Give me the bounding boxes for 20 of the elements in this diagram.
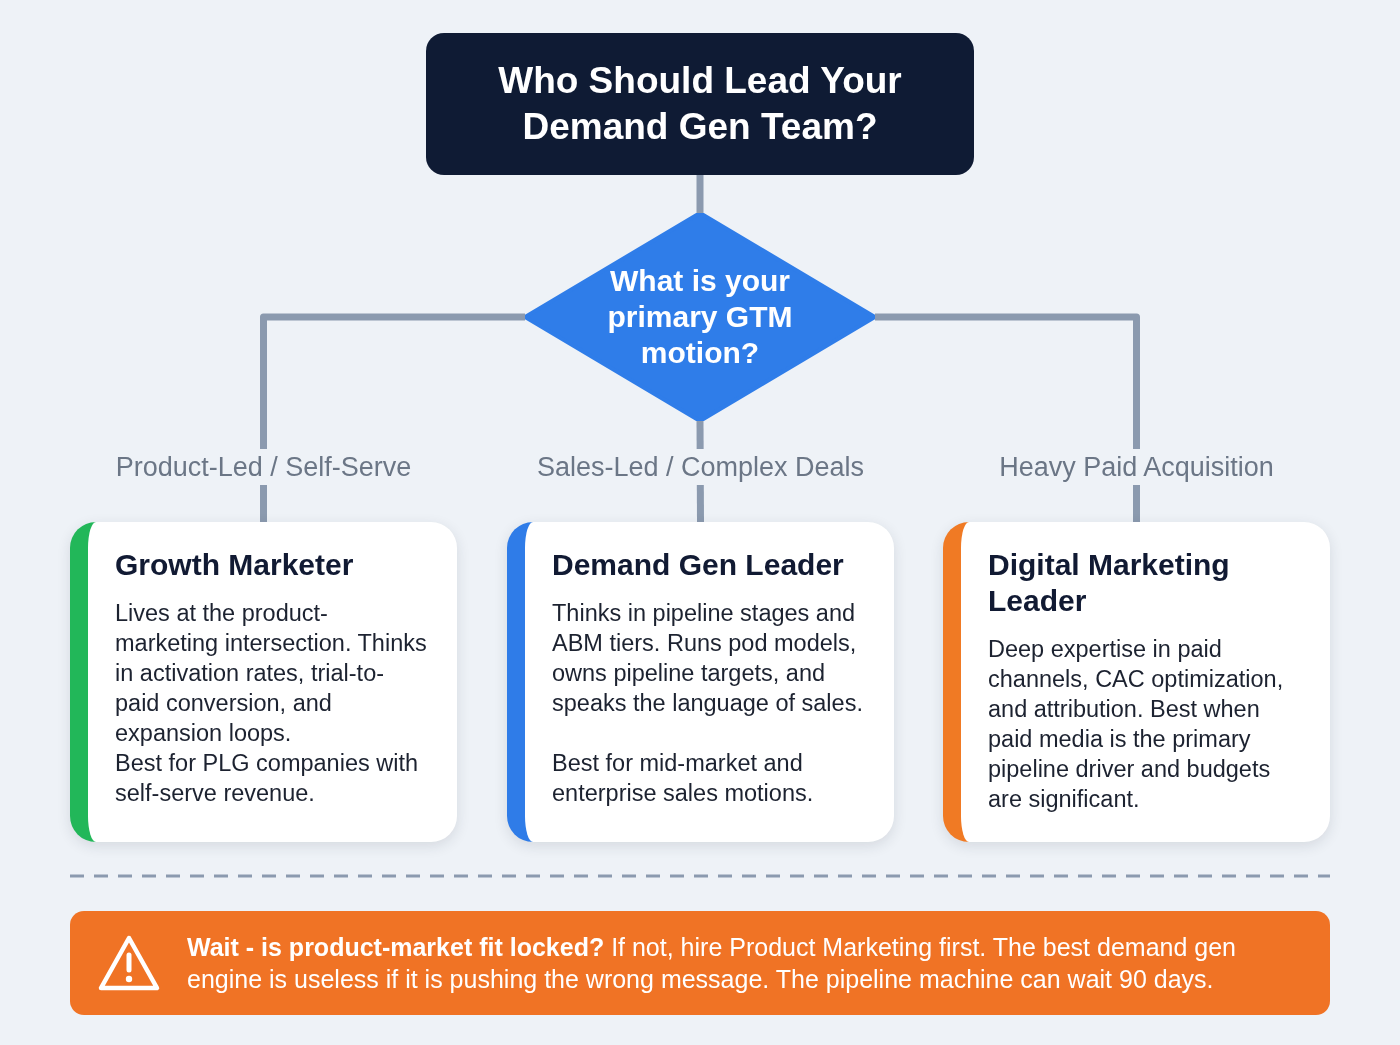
card-heading: Growth Marketer [115, 547, 355, 583]
card-description: Deep expertise in paid channels, CAC optimization, and attribution. Best when paid media is the primary pipeline driver and budgets are significant. [988, 635, 1285, 814]
connector-line [260, 313, 525, 522]
connector-line [696, 175, 704, 213]
card-heading: Digital Marketing Leader [988, 547, 1231, 619]
card-description: Lives at the product-marketing intersection. Thinks in activation rates, trial-to-paid conversion, and expansion loops. [115, 599, 428, 748]
card-heading: Demand Gen Leader [552, 547, 845, 583]
title-text: Who Should Lead Your Demand Gen Team? [497, 59, 903, 149]
card-description: Best for mid-market and enterprise sales motions. [552, 749, 815, 808]
card-description: Thinks in pipeline stages and ABM tiers. Runs pod models, owns pipeline targets, and speaks the language of sales. [552, 599, 864, 718]
card-description: Best for PLG companies with self-serve revenue. [115, 749, 420, 808]
title-box [426, 33, 974, 175]
warning-banner [70, 911, 1330, 1015]
decision-diamond [525, 213, 875, 421]
decision-question: What is your primary GTM motion? [606, 263, 794, 371]
connector-line [875, 313, 1140, 522]
warning-message: Wait - is product-market fit locked? If not, hire Product Marketing first. The best demand gen engine is useless if it is pushing the wrong message. The pipeline machine can wait 90 days. [187, 932, 1237, 995]
role-card [943, 522, 1330, 842]
role-card [70, 522, 457, 842]
role-card [507, 522, 894, 842]
